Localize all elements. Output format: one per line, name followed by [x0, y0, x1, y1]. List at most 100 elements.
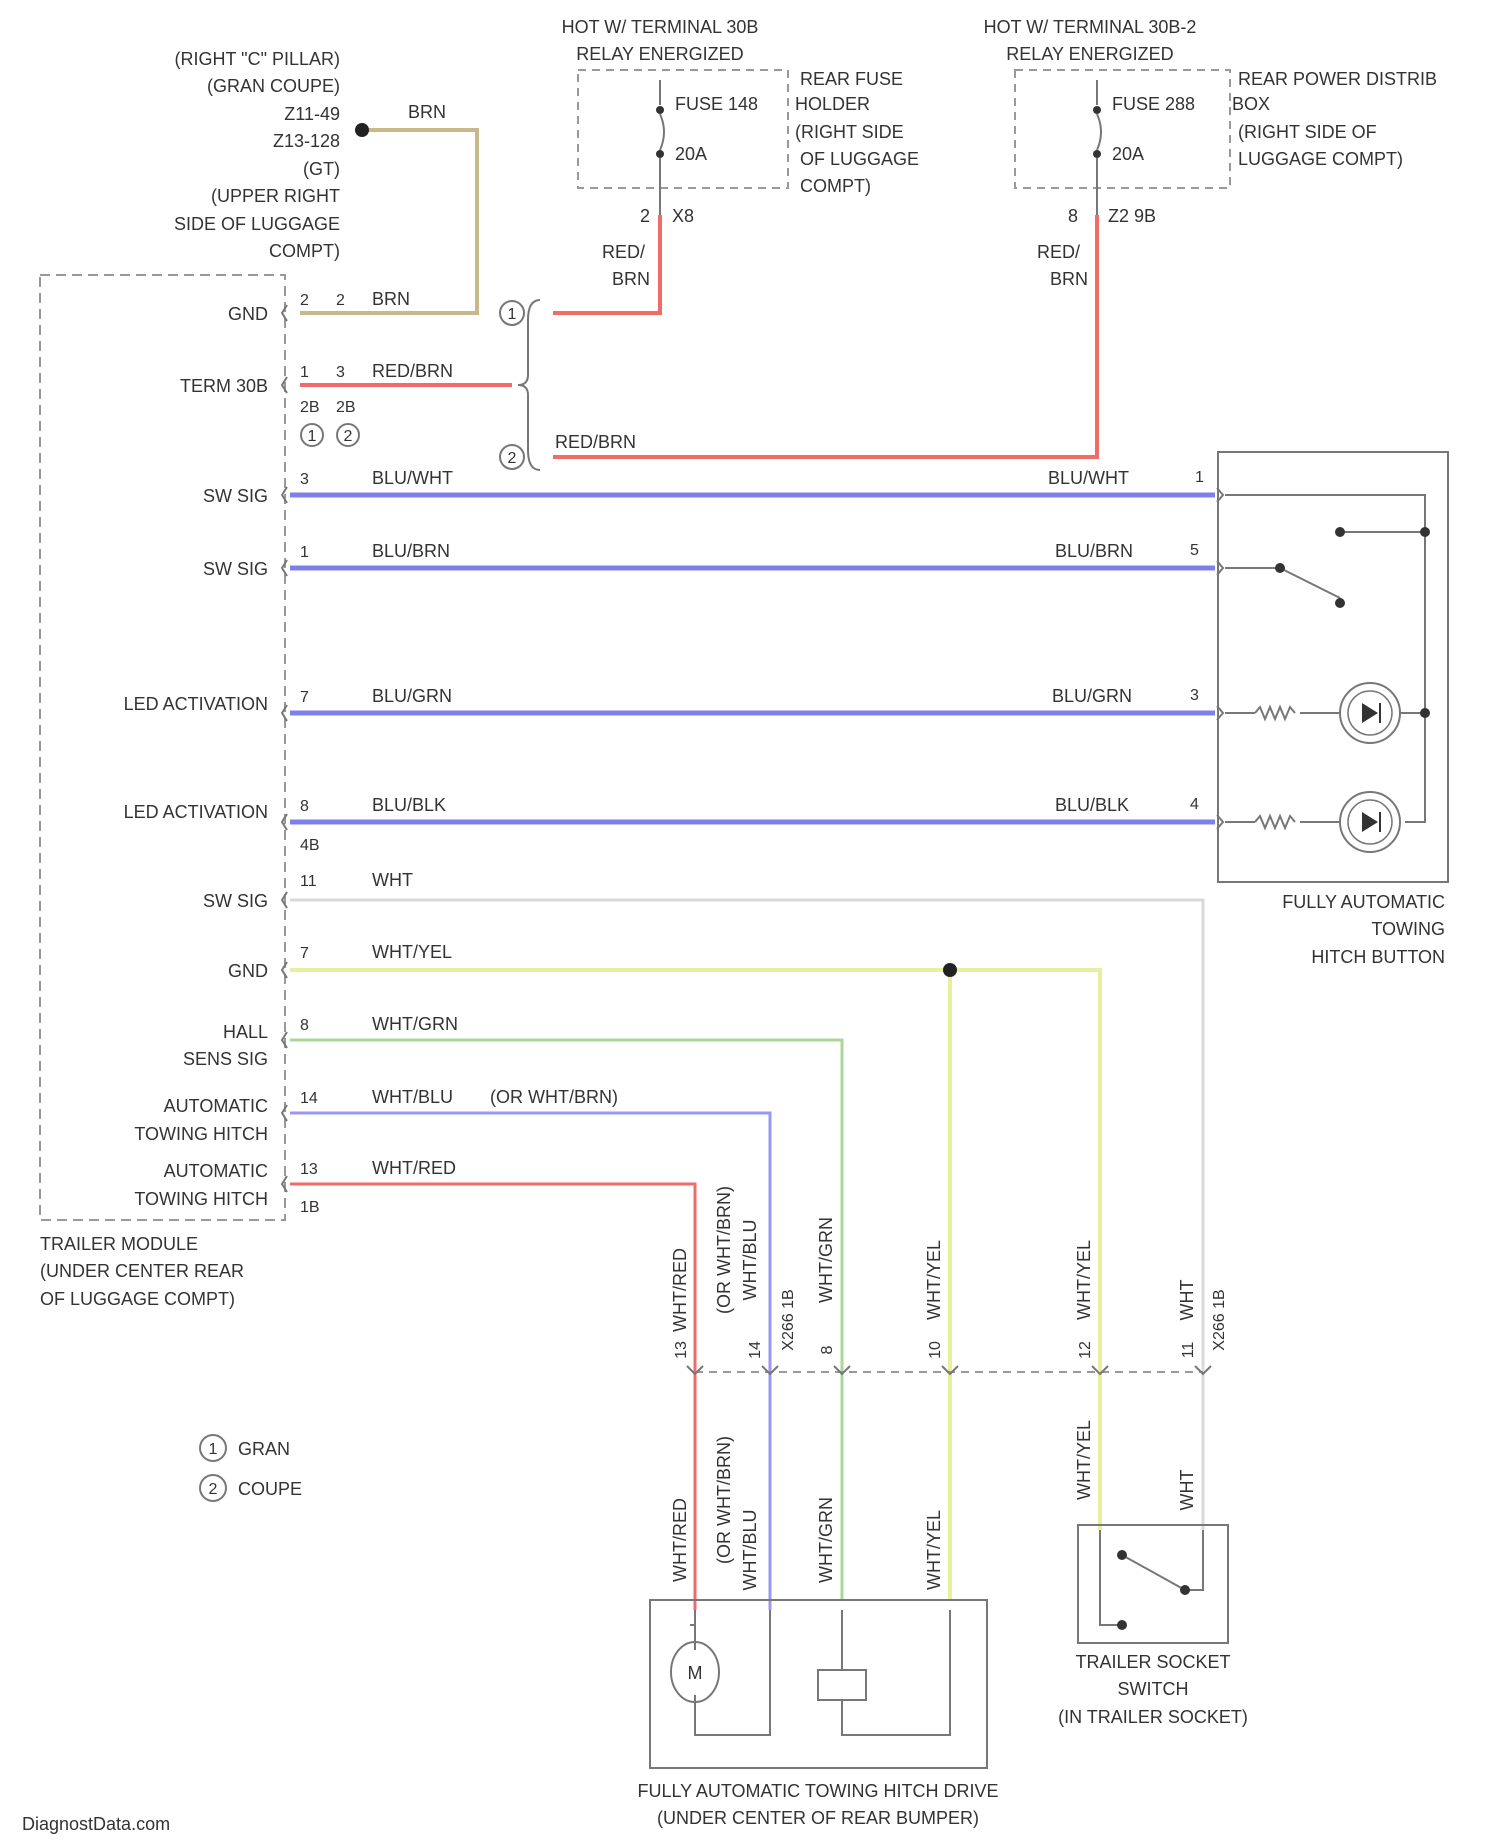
hitch-button-label-2: TOWING — [1371, 919, 1445, 939]
btn-wire-blu-brn: BLU/BRN — [1055, 541, 1133, 561]
pin-gnd-a: 2 — [300, 292, 309, 309]
fuse-148-box-label-3: (RIGHT SIDE — [795, 122, 904, 142]
pin-term-a: 1 — [300, 364, 309, 381]
fuse-288-header-2: RELAY ENERGIZED — [1006, 44, 1173, 64]
pin-sw-sig-2: 1 — [300, 544, 309, 561]
conn-label-wht-red: WHT/RED — [670, 1248, 690, 1332]
ground-label-8: COMPT) — [269, 241, 340, 261]
btn-wire-blu-wht: BLU/WHT — [1048, 468, 1129, 488]
ground-label-6: (UPPER RIGHT — [211, 186, 340, 206]
conn-label-wht-blu-alt: (OR WHT/BRN) — [714, 1186, 734, 1314]
hitch-button-label-3: HITCH BUTTON — [1311, 947, 1445, 967]
lower-wire-labels: WHT/RED (OR WHT/BRN) WHT/BLU WHT/GRN WHT… — [670, 1420, 1197, 1591]
conn-pin-14: 14 — [747, 1341, 764, 1359]
ground-label-3: Z11-49 — [284, 104, 340, 124]
pin-name-led-activation-1: LED ACTIVATION — [124, 694, 268, 714]
pin-name-hall-2: SENS SIG — [183, 1049, 268, 1069]
fuse-288-box-label-1: REAR POWER DISTRIB — [1238, 69, 1437, 89]
conn-led-2: 4B — [300, 837, 320, 854]
pin-name-hitch-b-1: AUTOMATIC — [164, 1161, 268, 1181]
fuse-148: HOT W/ TERMINAL 30B RELAY ENERGIZED FUSE… — [562, 17, 919, 289]
btn-pin-5: 5 — [1190, 542, 1199, 559]
ground-label-1: (RIGHT "C" PILLAR) — [175, 49, 340, 69]
legend-mark-1: 1 — [209, 1441, 218, 1458]
fuse-288-wire-2: BRN — [1050, 269, 1088, 289]
fuse-288-name: FUSE 288 — [1112, 94, 1195, 114]
pin-name-hitch-a-2: TOWING HITCH — [134, 1124, 268, 1144]
fuse-288-pin: 8 — [1068, 206, 1078, 226]
fuse-288-connector: Z2 9B — [1108, 206, 1156, 226]
pin-name-sw-sig-1: SW SIG — [203, 486, 268, 506]
trailer-module-label-2: (UNDER CENTER REAR — [40, 1261, 244, 1281]
btn-wire-blu-grn: BLU/GRN — [1052, 686, 1132, 706]
socket-switch-label-3: (IN TRAILER SOCKET) — [1058, 1707, 1248, 1727]
btn-pin-4: 4 — [1190, 796, 1199, 813]
wire-label-blu-grn: BLU/GRN — [372, 686, 452, 706]
fuse-148-amps: 20A — [675, 144, 707, 164]
conn-label-wht-yel-2: WHT/YEL — [1074, 1240, 1094, 1320]
option-mark-2: 2 — [508, 450, 517, 467]
wire-label-wht-blu-alt: (OR WHT/BRN) — [490, 1087, 618, 1107]
splice-wire-label: RED/BRN — [555, 432, 636, 452]
wire-label-wht-red: WHT/RED — [372, 1158, 456, 1178]
fuse-148-box-label-4: OF LUGGAGE — [800, 149, 919, 169]
legend: 1 GRAN 2 COUPE — [200, 1435, 302, 1501]
drive-wire-wht-yel: WHT/YEL — [924, 1510, 944, 1590]
fuse-148-box-label-2: HOLDER — [795, 94, 870, 114]
conn-pin-8: 8 — [819, 1345, 836, 1354]
wire-red-brn-fuse148 — [553, 215, 660, 313]
ground-splice-dot — [943, 963, 957, 977]
pin-name-sw-sig-2: SW SIG — [203, 559, 268, 579]
wire-label-wht-blu: WHT/BLU — [372, 1087, 453, 1107]
ground-label-4: Z13-128 — [273, 131, 340, 151]
wire-label-wht: WHT — [372, 870, 413, 890]
socket-switch: TRAILER SOCKET SWITCH (IN TRAILER SOCKET… — [1058, 1525, 1248, 1727]
fuse-288-amps: 20A — [1112, 144, 1144, 164]
pin-name-led-activation-2: LED ACTIVATION — [124, 802, 268, 822]
pin-name-gnd-2: GND — [228, 961, 268, 981]
pin-gnd-2: 7 — [300, 945, 309, 962]
btn-pin-3: 3 — [1190, 687, 1199, 704]
fuse-148-wire-2: BRN — [612, 269, 650, 289]
hitch-button-box — [1218, 452, 1448, 882]
fuse-288: HOT W/ TERMINAL 30B-2 RELAY ENERGIZED FU… — [984, 17, 1437, 289]
term-option-2: 2 — [344, 428, 353, 445]
fuse-288-box — [1015, 70, 1230, 188]
wire-wht — [290, 900, 1203, 1530]
fuse-148-header-1: HOT W/ TERMINAL 30B — [562, 17, 759, 37]
fuse-288-wire-1: RED/ — [1037, 242, 1080, 262]
conn-x266-2: X266 1B — [1211, 1289, 1228, 1350]
pin-led-2: 8 — [300, 798, 309, 815]
motor-icon: M — [671, 1642, 719, 1702]
hitch-button-label-1: FULLY AUTOMATIC — [1282, 892, 1445, 912]
wires — [290, 130, 1215, 1610]
conn-hitch-b: 1B — [300, 1199, 320, 1216]
pin-name-hitch-a-1: AUTOMATIC — [164, 1096, 268, 1116]
ground-label-2: (GRAN COUPE) — [207, 76, 340, 96]
pin-name-hitch-b-2: TOWING HITCH — [134, 1189, 268, 1209]
conn-label-wht-blu: WHT/BLU — [740, 1220, 760, 1301]
wire-label-blu-brn: BLU/BRN — [372, 541, 450, 561]
wire-wht-blu — [290, 1113, 770, 1610]
wire-wht-red — [290, 1184, 695, 1610]
wire-label-term30b: RED/BRN — [372, 361, 453, 381]
wire-label-blu-wht: BLU/WHT — [372, 468, 453, 488]
conn-pin-11: 11 — [1180, 1342, 1197, 1359]
fuse-288-box-label-3: (RIGHT SIDE OF — [1238, 122, 1377, 142]
fuse-288-header-1: HOT W/ TERMINAL 30B-2 — [984, 17, 1197, 37]
pin-gnd-b: 2 — [336, 292, 345, 309]
socket-switch-label-2: SWITCH — [1118, 1679, 1189, 1699]
fuse-148-box — [578, 70, 788, 188]
ground-wire-label: BRN — [408, 102, 446, 122]
ground-point-dot — [355, 123, 369, 137]
term-option-1: 1 — [308, 428, 317, 445]
conn-pin-12: 12 — [1077, 1341, 1094, 1359]
drive-wire-wht-blu: WHT/BLU — [740, 1510, 760, 1591]
wire-label-wht-yel: WHT/YEL — [372, 942, 452, 962]
pin-hitch-a: 14 — [300, 1090, 318, 1107]
motor-label: M — [688, 1663, 703, 1683]
wire-label-blu-blk: BLU/BLK — [372, 795, 446, 815]
option-mark-1: 1 — [508, 306, 517, 323]
footer-watermark: DiagnostData.com — [22, 1814, 170, 1834]
